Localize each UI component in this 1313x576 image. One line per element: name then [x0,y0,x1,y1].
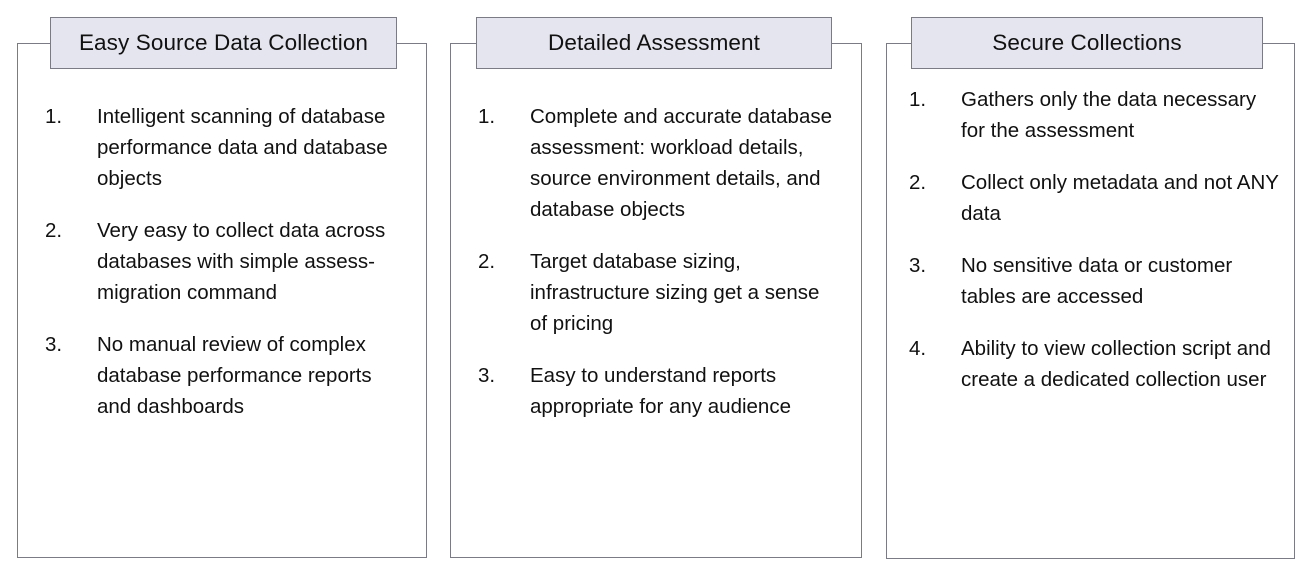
list-item-text: Target database sizing, infrastructure s… [530,250,820,335]
list-item: 1. Complete and accurate database assess… [478,101,834,225]
list-item-number: 1. [909,88,927,111]
list-item-number: 2. [45,219,63,242]
list-item-text: Intelligent scanning of database perform… [97,105,388,190]
panel-border-box [450,43,862,558]
list-item-number: 1. [478,105,496,128]
panel-item-list: 1. Gathers only the data necessary for t… [909,84,1281,395]
panel-border-box [17,43,427,558]
panel-title: Detailed Assessment [547,29,760,55]
list-item-text: Ability to view collection script and cr… [961,337,1271,391]
panel-item-list: 1. Intelligent scanning of database perf… [45,101,397,422]
panel-header-tab: Detailed Assessment [476,17,832,69]
list-item: 2. Very easy to collect data across data… [45,215,397,308]
list-item: 3. No sensitive data or customer tables … [909,250,1281,312]
panel-item-list: 1. Complete and accurate database assess… [478,101,834,422]
list-item-number: 3. [45,333,63,356]
list-item-text: Collect only metadata and not ANY data [961,171,1279,225]
panel-title: Easy Source Data Collection [78,29,369,55]
panel-title: Secure Collections [992,29,1182,55]
list-item: 1. Gathers only the data necessary for t… [909,84,1281,146]
list-item-text: No manual review of complex database per… [97,333,372,418]
list-item-text: Very easy to collect data across databas… [97,219,386,304]
list-item-number: 1. [45,105,63,128]
list-item-number: 3. [478,364,496,387]
list-item: 3. Easy to understand reports appropriat… [478,360,834,422]
list-item-number: 2. [909,171,927,194]
list-item-number: 4. [909,337,927,360]
list-item: 2. Collect only metadata and not ANY dat… [909,167,1281,229]
panel-header-tab: Secure Collections [911,17,1263,69]
list-item-number: 2. [478,250,496,273]
list-item: 3. No manual review of complex database … [45,329,397,422]
list-item-text: Gathers only the data necessary for the … [961,88,1257,142]
list-item-text: Easy to understand reports appropriate f… [530,364,791,418]
panel-header-tab: Easy Source Data Collection [50,17,397,69]
list-item-text: Complete and accurate database assessmen… [530,105,833,221]
list-item: 1. Intelligent scanning of database perf… [45,101,397,194]
panel-border-box [886,43,1295,559]
list-item-text: No sensitive data or customer tables are… [961,254,1233,308]
list-item: 4. Ability to view collection script and… [909,333,1281,395]
list-item-number: 3. [909,254,927,277]
list-item: 2. Target database sizing, infrastructur… [478,246,834,339]
